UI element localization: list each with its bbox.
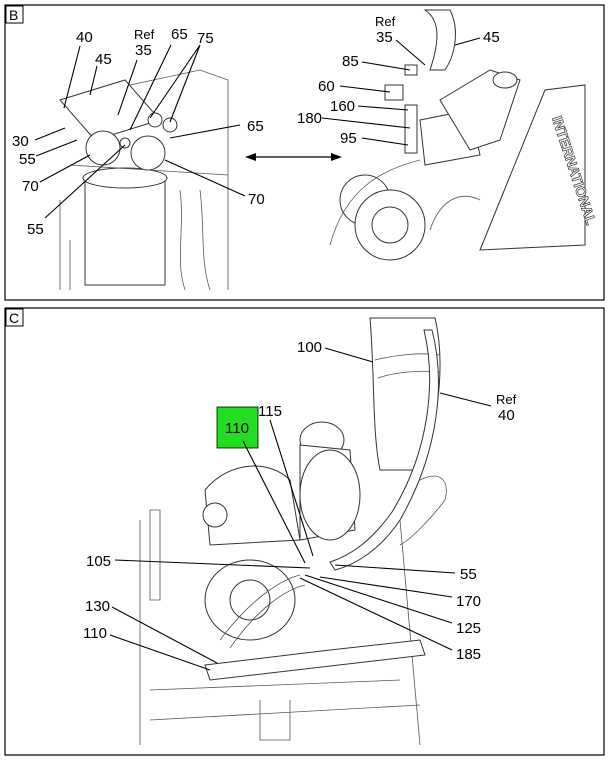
callout-105: 105 [86, 553, 111, 570]
callout-45: 45 [95, 51, 112, 68]
callout-100: 100 [297, 339, 322, 356]
turbocharger-engine-illustration [139, 317, 447, 746]
callout-60: 60 [318, 78, 335, 95]
panel-b-letter: B [9, 7, 18, 23]
callout-70: 70 [22, 178, 39, 195]
callout-55: 55 [460, 566, 477, 583]
callout-70: 70 [248, 191, 265, 208]
callout-65: 65 [247, 118, 264, 135]
callout-115: 115 [258, 403, 282, 420]
engine-top-illustration: INTERNATIONAL [329, 9, 600, 261]
panel-c: C 110 100 Ref 40 115 105 5 [4, 307, 605, 756]
callout-125: 125 [456, 620, 481, 637]
callout-65: 65 [171, 26, 188, 43]
panel-b: B INTERNATION [4, 4, 605, 301]
callout-110: 110 [83, 625, 107, 642]
oil-filter-assembly-illustration [59, 69, 229, 291]
callout-85: 85 [342, 53, 359, 70]
callout-35: 35 [376, 29, 393, 46]
callout-75: 75 [197, 30, 214, 47]
view-direction-arrow [245, 153, 342, 161]
callout-ref: Ref [375, 14, 396, 29]
callout-ref: Ref [496, 392, 517, 407]
panel-b-leader-lines [34, 37, 481, 219]
panel-b-letter-box [5, 5, 24, 24]
callout-45: 45 [483, 29, 500, 46]
callout-170: 170 [456, 593, 481, 610]
callout-110-highlighted[interactable]: 110 [225, 420, 249, 437]
panel-c-frame [4, 307, 605, 756]
callout-160: 160 [330, 98, 355, 115]
callout-40: 40 [76, 29, 93, 46]
callout-55: 55 [19, 151, 36, 168]
callout-55: 55 [27, 221, 44, 238]
callout-185: 185 [456, 646, 481, 663]
callout-130: 130 [85, 598, 110, 615]
panel-c-leader-lines [109, 347, 492, 671]
panel-c-letter-box [5, 308, 24, 327]
callout-ref: Ref [134, 27, 155, 42]
callout-40: 40 [498, 407, 515, 424]
panel-b-frame [4, 4, 605, 301]
panel-c-letter: C [9, 310, 19, 326]
callout-30: 30 [12, 133, 29, 150]
callout-35: 35 [135, 42, 152, 59]
highlighted-callout-box[interactable] [216, 406, 259, 449]
callout-180: 180 [297, 110, 322, 127]
callout-95: 95 [340, 130, 357, 147]
highlighted-leader-line [242, 440, 306, 564]
